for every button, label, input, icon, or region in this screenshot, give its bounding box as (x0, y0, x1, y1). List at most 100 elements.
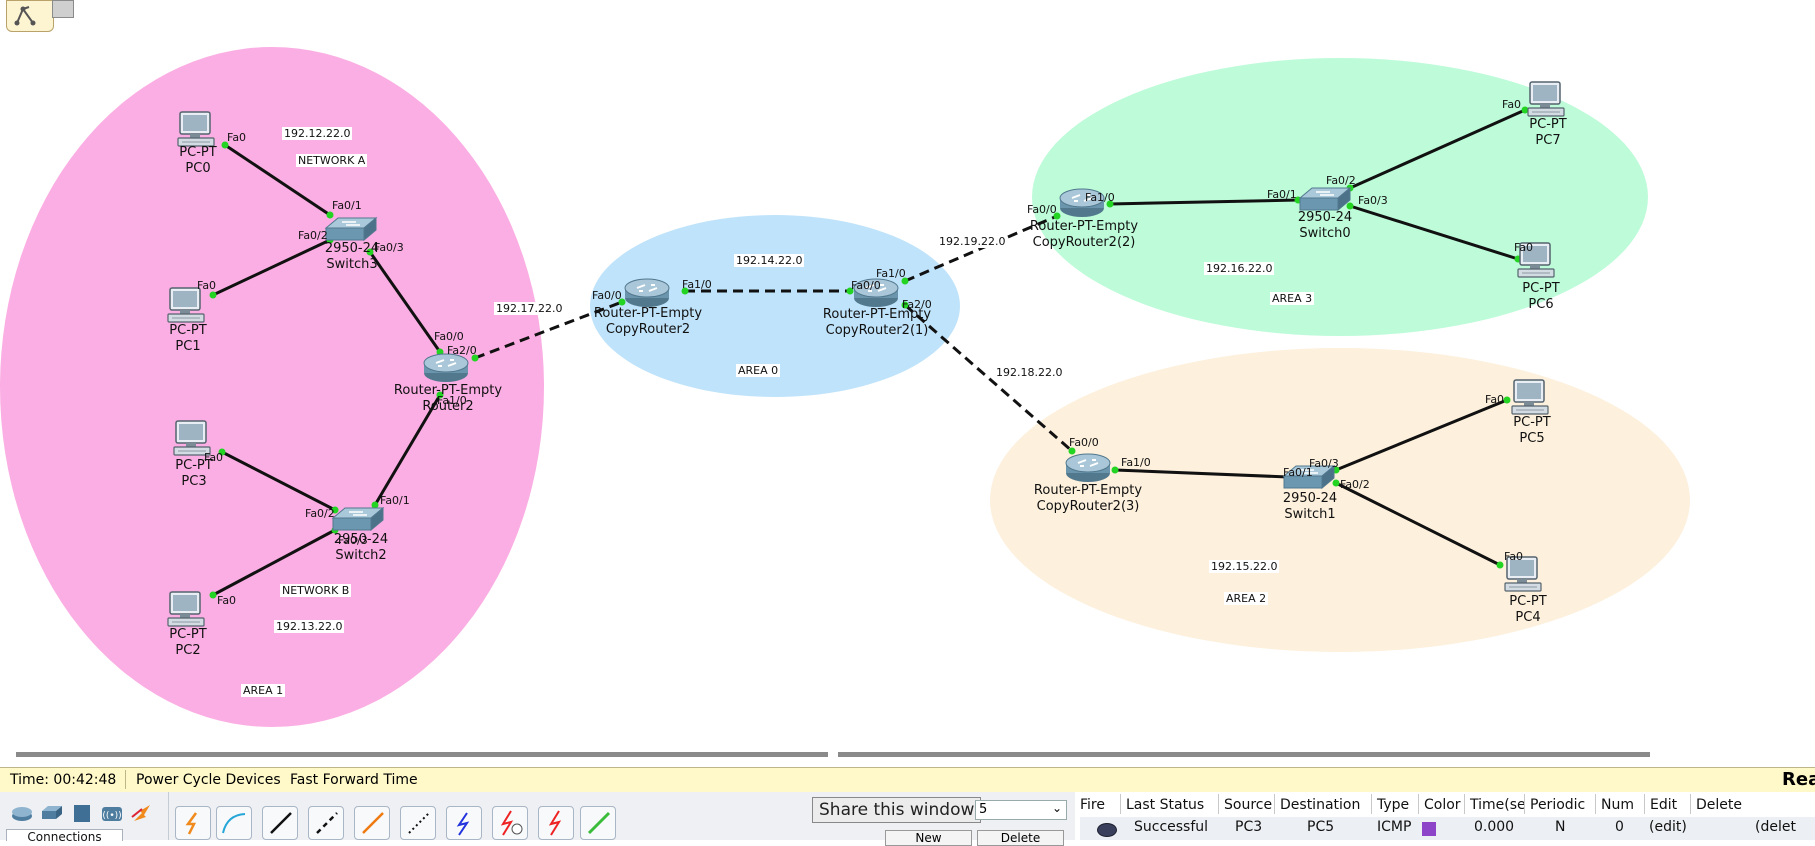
serial-dte-icon[interactable] (538, 806, 574, 840)
delete-scenario-button[interactable]: Delete (977, 830, 1064, 846)
link-switch1-pc5 (1335, 398, 1508, 472)
octal-cable-icon[interactable] (580, 806, 616, 840)
col-periodic[interactable]: Periodic (1530, 797, 1586, 813)
straight-through-icon[interactable] (262, 806, 298, 840)
column-divider (1464, 794, 1465, 814)
switch3-icon[interactable] (325, 217, 377, 241)
pdu-delete-link[interactable]: (delet (1755, 819, 1796, 835)
pdu-last-status: Successful (1134, 819, 1209, 835)
col-num[interactable]: Num (1601, 797, 1634, 813)
subnet-label: 192.18.22.0 (994, 366, 1065, 379)
column-divider (1595, 794, 1596, 814)
pc1-icon[interactable] (167, 287, 205, 323)
table-row[interactable] (1080, 817, 1815, 840)
copyrouter2-3-icon[interactable] (1065, 453, 1111, 483)
horizontal-scrollbar-left[interactable] (16, 752, 828, 757)
copyrouter2-icon[interactable] (624, 278, 670, 308)
router-icon[interactable] (10, 803, 34, 823)
pdu-edit-link[interactable]: (edit) (1649, 819, 1687, 835)
fast-forward-time-button[interactable]: Fast Forward Time (290, 772, 418, 788)
simulation-time: Time: 00:42:48 (10, 772, 117, 788)
port-label: Fa0/3 (374, 241, 404, 254)
link-copyrouter22-switch0 (1109, 198, 1299, 206)
logical-workspace[interactable]: AREA 1 AREA 0 AREA 3 AREA 2 NETWORK A NE… (0, 0, 1815, 770)
new-scenario-button[interactable]: New (885, 830, 972, 846)
power-cycle-devices-button[interactable]: Power Cycle Devices (136, 772, 281, 788)
switch-icon[interactable] (40, 803, 64, 823)
lan-links (212, 108, 1526, 597)
port-label: Fa1/0 (682, 278, 712, 291)
chevron-down-icon: ⌄ (1051, 801, 1062, 815)
link-endpoints (209, 106, 1529, 599)
network-b-label: NETWORK B (280, 584, 352, 597)
pc2-icon[interactable] (167, 591, 205, 627)
pdu-periodic: N (1555, 819, 1566, 835)
column-divider (1644, 794, 1645, 814)
port-label: Fa0/0 (592, 289, 622, 302)
column-divider (1218, 794, 1219, 814)
port-label: Fa0 (204, 451, 224, 464)
link-pc3-switch2 (221, 450, 336, 512)
port-label: Fa0/1 (380, 494, 410, 507)
port-label: Fa0/1 (1283, 466, 1313, 479)
port-label: Fa0/3 (338, 534, 368, 547)
port-label: Fa0/1 (1267, 188, 1297, 201)
link-router2-switch2 (373, 394, 442, 506)
wan-links (474, 214, 1073, 453)
auto-connect-icon[interactable] (175, 806, 211, 840)
router2-icon[interactable] (423, 353, 469, 383)
pdu-destination: PC5 (1307, 819, 1335, 835)
hub-icon[interactable] (70, 803, 94, 823)
col-time[interactable]: Time(se (1470, 797, 1526, 813)
link-copyrouter23-switch1 (1114, 468, 1289, 479)
wireless-icon[interactable]: ((•)) (100, 803, 124, 823)
topology-canvas[interactable] (0, 0, 1815, 770)
pc0-icon[interactable] (177, 111, 215, 147)
fire-icon[interactable] (1097, 823, 1117, 837)
pc5-icon[interactable] (1511, 379, 1549, 415)
console-cable-icon[interactable] (216, 806, 252, 840)
col-last-status[interactable]: Last Status (1126, 797, 1205, 813)
pdu-num: 0 (1615, 819, 1624, 835)
phone-cable-icon[interactable] (400, 806, 436, 840)
switch0-icon[interactable] (1299, 187, 1351, 211)
serial-dce-icon[interactable] (492, 806, 528, 840)
col-edit[interactable]: Edit (1650, 797, 1678, 813)
link-switch0-pc7 (1349, 108, 1526, 190)
port-label: Fa1/0 (437, 394, 467, 407)
tools-palette-icon[interactable] (6, 0, 54, 32)
switch2-icon[interactable] (332, 507, 384, 531)
port-label: Fa2/0 (447, 344, 477, 357)
port-label: Fa0/0 (434, 330, 464, 343)
area-1-ellipse[interactable] (0, 47, 544, 727)
column-divider (1120, 794, 1121, 814)
subnet-label: 192.17.22.0 (494, 302, 565, 315)
fiber-icon[interactable] (354, 806, 390, 840)
horizontal-scrollbar-right[interactable] (838, 752, 1650, 757)
col-fire[interactable]: Fire (1080, 797, 1105, 813)
col-destination[interactable]: Destination (1280, 797, 1361, 813)
crossover-icon[interactable] (308, 806, 344, 840)
palette-icon-secondary[interactable] (52, 0, 74, 18)
col-type[interactable]: Type (1377, 797, 1410, 813)
svg-text:((•)): ((•)) (102, 811, 121, 821)
coaxial-icon[interactable] (446, 806, 482, 840)
col-color[interactable]: Color (1424, 797, 1461, 813)
area-0-ellipse[interactable] (590, 215, 960, 397)
scenario-select[interactable]: 5 ⌄ (975, 800, 1067, 820)
pc3-icon[interactable] (173, 420, 211, 456)
port-label: Fa0 (1514, 241, 1534, 254)
col-delete[interactable]: Delete (1696, 797, 1742, 813)
link-switch0-pc6 (1349, 204, 1519, 261)
port-label: Fa0/0 (1069, 436, 1099, 449)
realtime-mode-label[interactable]: Rea (1782, 769, 1815, 790)
col-source[interactable]: Source (1224, 797, 1273, 813)
connections-icon[interactable] (130, 803, 154, 823)
pc7-icon[interactable] (1527, 81, 1565, 117)
